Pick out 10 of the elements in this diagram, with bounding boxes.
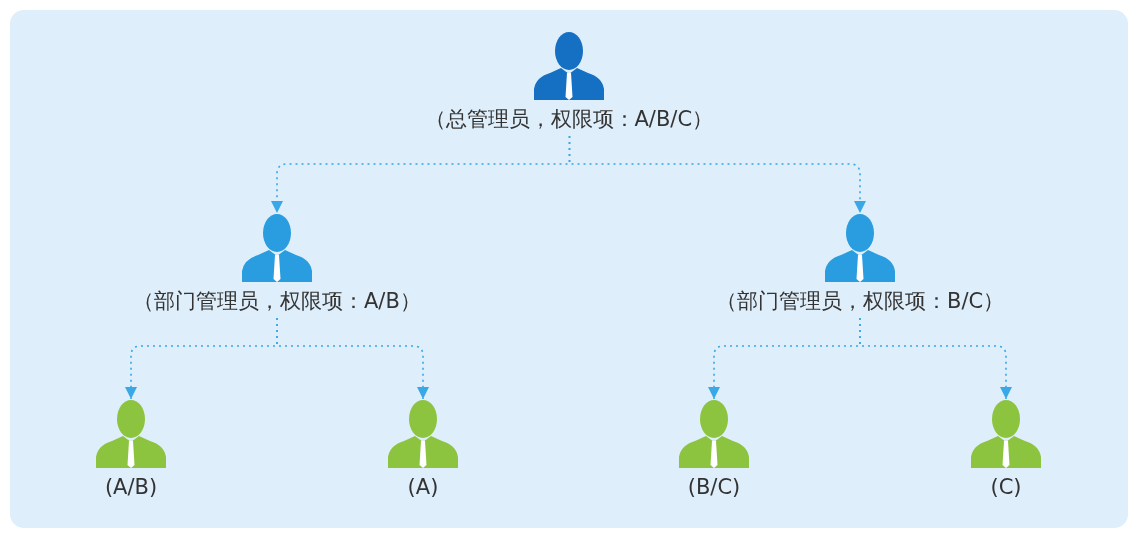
role-label: (B/C)	[687, 474, 741, 500]
arrow	[568, 135, 866, 214]
role-label: （部门管理员，权限项：B/C）	[716, 288, 1005, 314]
arrow	[859, 317, 1012, 400]
role-label: (A/B)	[104, 474, 158, 500]
role-label: （总管理员，权限项：A/B/C）	[424, 106, 714, 132]
arrow	[276, 317, 429, 400]
role-label: (C)	[990, 474, 1022, 500]
role-label: (A)	[407, 474, 439, 500]
role-label: （部门管理员，权限项：A/B）	[133, 288, 421, 314]
